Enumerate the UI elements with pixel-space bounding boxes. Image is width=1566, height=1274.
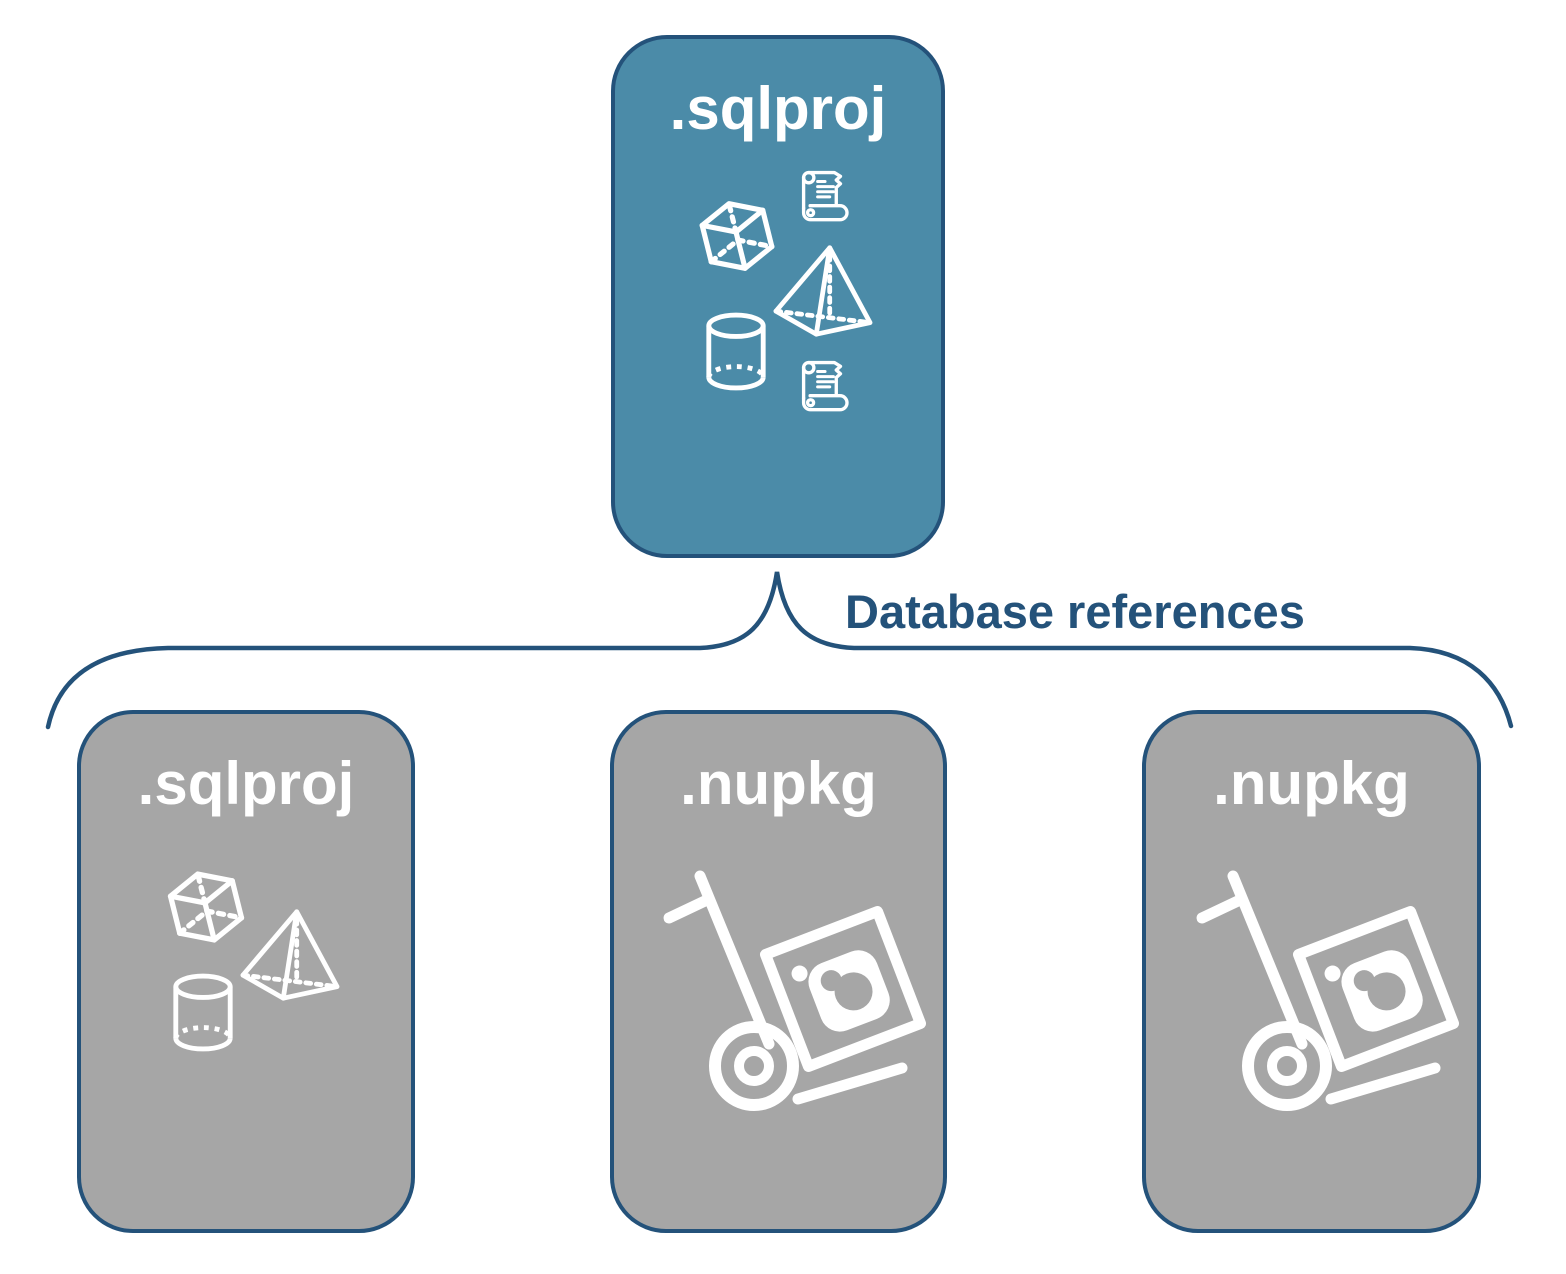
connector-label: Database references [845,585,1305,638]
card-parent-sqlproj: .sqlproj [611,35,945,558]
parent-card-title: .sqlproj [669,75,887,142]
pyramid-icon [770,242,876,338]
child-card-title: .nupkg [680,750,877,817]
cylinder-icon [702,311,770,395]
cylinder-icon [169,972,237,1056]
child-card-title: .nupkg [1213,750,1410,817]
child-card-title: .sqlproj [137,750,355,817]
card-child-nupkg-2: .nupkg [1142,710,1481,1233]
nuget-dolly-icon [1185,854,1465,1144]
scroll-icon [798,167,854,223]
card-child-sqlproj: .sqlproj [77,710,415,1233]
scroll-icon [798,357,854,413]
pyramid-icon [237,906,343,1002]
card-child-nupkg-1: .nupkg [610,710,947,1233]
nuget-dolly-icon [652,854,932,1144]
